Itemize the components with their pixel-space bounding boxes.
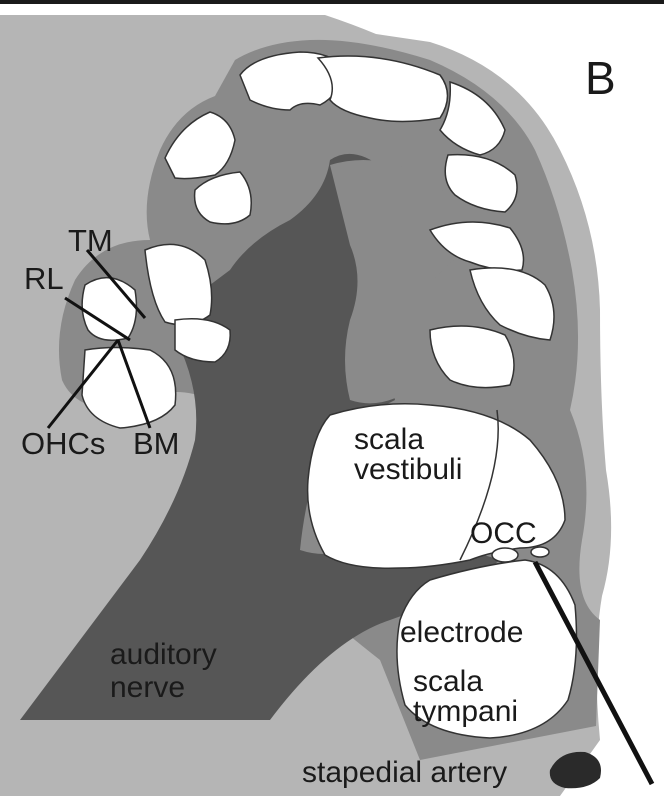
scala-vestibuli-label-line2: vestibuli bbox=[354, 455, 462, 485]
stapedial-artery-label: stapedial artery bbox=[302, 758, 507, 788]
top-border-line bbox=[0, 0, 664, 4]
rl-label: RL bbox=[24, 263, 64, 294]
electrode-label: electrode bbox=[400, 618, 523, 648]
scala-tympani-label-line2: tympani bbox=[413, 697, 518, 727]
left-turn-mid-space bbox=[175, 319, 230, 362]
organ-of-corti-structure-1 bbox=[492, 548, 518, 562]
bm-label: BM bbox=[133, 428, 180, 459]
auditory-nerve-label-line1: auditory bbox=[110, 640, 217, 670]
occ-label: OCC bbox=[470, 519, 537, 549]
scala-vestibuli-label-line1: scala bbox=[354, 425, 424, 455]
left-turn-outer-space bbox=[82, 278, 136, 341]
ohcs-label: OHCs bbox=[21, 428, 105, 459]
tm-label: TM bbox=[68, 225, 113, 256]
scala-tympani-label-line1: scala bbox=[413, 667, 483, 697]
left-turn-lower-space bbox=[82, 348, 176, 429]
auditory-nerve-label-line2: nerve bbox=[110, 673, 185, 703]
panel-letter: B bbox=[585, 55, 616, 101]
